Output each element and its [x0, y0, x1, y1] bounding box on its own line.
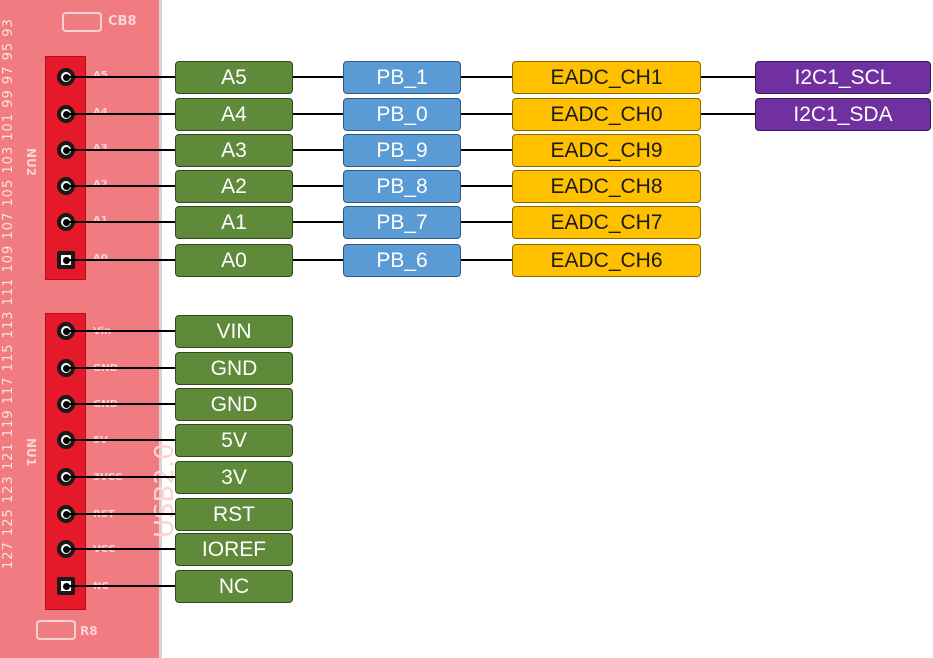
silk-label-a4: A4	[93, 107, 108, 118]
silk-label-a3: A3	[93, 143, 108, 154]
adc-channel-eadc_ch0: EADC_CH0	[512, 98, 701, 131]
r8-component	[36, 620, 76, 640]
silk-label-a1: A1	[93, 215, 108, 226]
arduino-pin-a2: A2	[175, 170, 293, 203]
r8-label: R8	[80, 624, 98, 638]
port-pin-pb_9: PB_9	[343, 134, 461, 167]
cb8-label: CB8	[108, 14, 137, 29]
port-pin-pb_1: PB_1	[343, 61, 461, 94]
power-pin-gnd-2: GND	[175, 388, 293, 421]
arduino-pin-a1: A1	[175, 206, 293, 239]
power-pin-3v-4: 3V	[175, 461, 293, 494]
silk-label-a5: A5	[93, 70, 108, 81]
port-pin-pb_0: PB_0	[343, 98, 461, 131]
header-nu2	[45, 56, 86, 280]
power-pin-rst-5: RST	[175, 498, 293, 531]
power-pin-gnd-1: GND	[175, 352, 293, 385]
arduino-pin-a3: A3	[175, 134, 293, 167]
silk-label-a0: A0	[93, 253, 108, 264]
adc-channel-eadc_ch6: EADC_CH6	[512, 244, 701, 277]
adc-channel-eadc_ch1: EADC_CH1	[512, 61, 701, 94]
power-pin-vin-0: VIN	[175, 315, 293, 348]
adc-channel-eadc_ch9: EADC_CH9	[512, 134, 701, 167]
arduino-pin-a0: A0	[175, 244, 293, 277]
power-pin-ioref-6: IOREF	[175, 533, 293, 566]
adc-channel-eadc_ch8: EADC_CH8	[512, 170, 701, 203]
silk-label-a2: A2	[93, 179, 108, 190]
port-pin-pb_8: PB_8	[343, 170, 461, 203]
i2c-signal-i2c1_sda: I2C1_SDA	[755, 98, 931, 131]
adc-channel-eadc_ch7: EADC_CH7	[512, 206, 701, 239]
cb8-component	[62, 12, 102, 32]
i2c-signal-i2c1_scl: I2C1_SCL	[755, 61, 931, 94]
arduino-pin-a4: A4	[175, 98, 293, 131]
arduino-pin-a5: A5	[175, 61, 293, 94]
port-pin-pb_7: PB_7	[343, 206, 461, 239]
power-pin-5v-3: 5V	[175, 424, 293, 457]
port-pin-pb_6: PB_6	[343, 244, 461, 277]
power-pin-nc-7: NC	[175, 570, 293, 603]
